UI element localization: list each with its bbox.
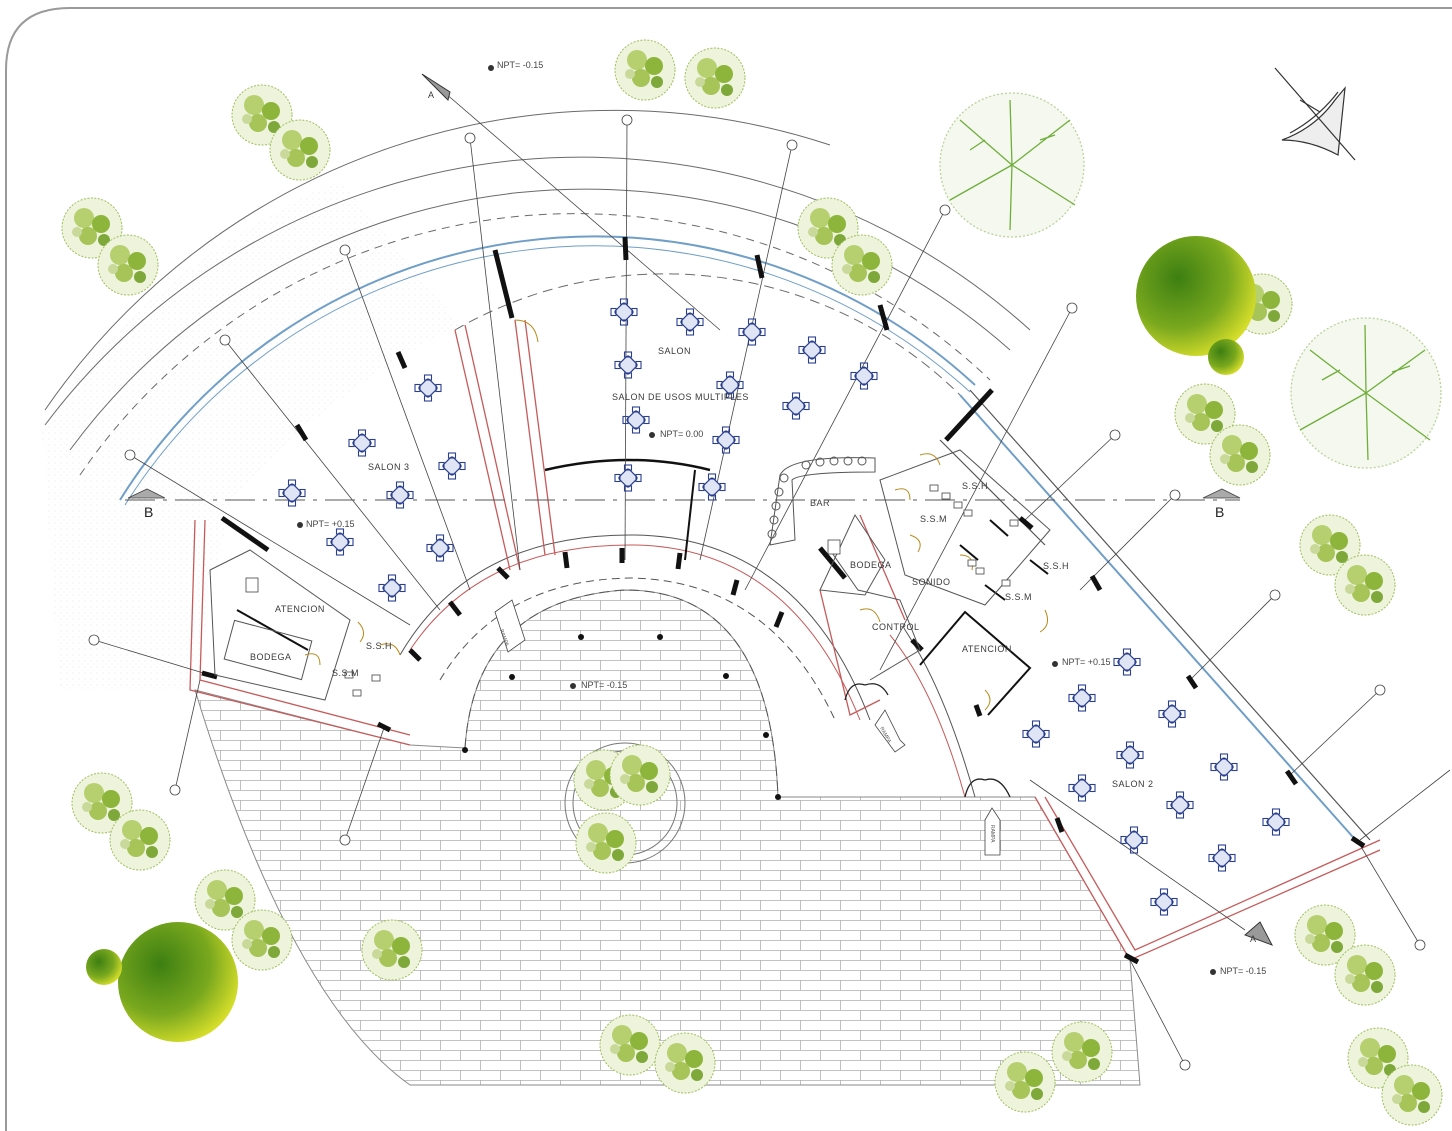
bar-counter [767, 456, 876, 546]
room-bodega-center: BODEGA [850, 560, 892, 570]
doors [304, 319, 1049, 711]
room-salon-3: SALON 3 [368, 462, 410, 472]
room-atencion-left: ATENCION [275, 604, 325, 614]
ramp-label-1: RAMPA [498, 629, 510, 648]
room-bodega-left: BODEGA [250, 652, 292, 662]
partitions [236, 469, 1049, 716]
section-a-top-label: A [428, 90, 435, 100]
section-cut-a [421, 73, 1274, 946]
structural-axes [93, 79, 1451, 1066]
level-salon2: NPT= +0.15 [1062, 657, 1111, 667]
level-usos: NPT= 0.00 [660, 429, 703, 439]
room-ss-h-top: S.S.H [962, 481, 988, 491]
level-top: NPT= -0.15 [497, 60, 543, 70]
ramps [494, 599, 1001, 856]
room-ss-m-mid: S.S.M [1005, 592, 1032, 602]
perimeter-arcs [44, 109, 1031, 506]
ramp-label-3: RAMPA [989, 825, 995, 843]
section-a-bottom-label: A [1250, 934, 1257, 944]
room-ss-m-top: S.S.M [920, 514, 947, 524]
section-b-right-label: B [1215, 504, 1224, 520]
room-sonido: SONIDO [912, 577, 951, 587]
sanitary-fixtures [245, 484, 1019, 697]
right-wing-facade [939, 389, 1371, 846]
room-ss-h-mid: S.S.H [1043, 561, 1069, 571]
room-salon-usos-multiples: SALON DE USOS MULTIPLES [612, 392, 749, 402]
level-bottom-right: NPT= -0.15 [1220, 966, 1266, 976]
north-arrow-icon [1274, 67, 1356, 161]
section-line-b [125, 488, 1241, 501]
room-ss-m-left: S.S.M [332, 668, 359, 678]
level-marker-icons [297, 65, 1216, 975]
entrance-doors [844, 683, 1011, 798]
branch-trees [939, 92, 1442, 469]
axis-bubbles [88, 114, 1426, 1071]
room-atencion-right: ATENCION [962, 644, 1012, 654]
room-salon: SALON [658, 346, 691, 356]
room-bar: BAR [810, 498, 830, 508]
section-b-left-label: B [144, 504, 153, 520]
walls-red [189, 319, 1381, 961]
plaza-column-dots [462, 634, 781, 800]
room-salon-2: SALON 2 [1112, 779, 1154, 789]
sheet-border [5, 7, 1452, 1131]
room-control: CONTROL [872, 622, 920, 632]
level-plaza: NPT= -0.15 [581, 680, 627, 690]
solid-trees [86, 236, 1256, 1042]
ground-stipple [42, 180, 460, 690]
level-salon3: NPT= +0.15 [306, 519, 355, 529]
service-block-outline [209, 449, 1051, 701]
room-ss-h-left: S.S.H [366, 641, 392, 651]
columns [201, 236, 1366, 965]
